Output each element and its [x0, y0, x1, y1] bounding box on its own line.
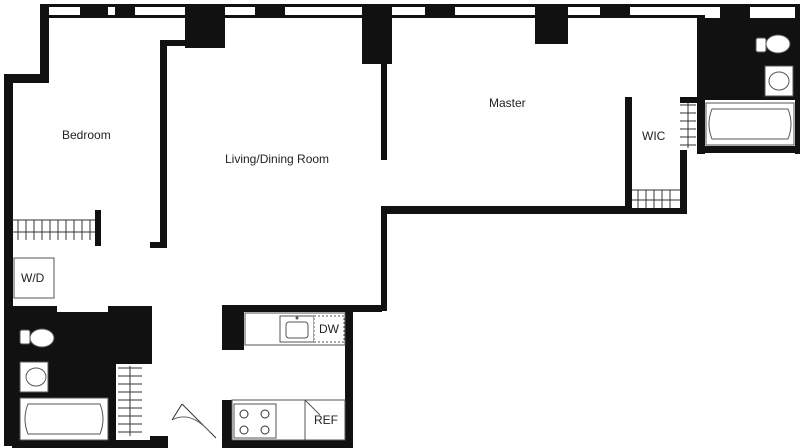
fixture-label-refrigerator: REF — [314, 413, 338, 427]
entry-door — [171, 403, 217, 439]
kitchen-fixtures — [231, 312, 346, 441]
room-label-bedroom: Bedroom — [62, 128, 111, 142]
fixture-label-dishwasher: DW — [319, 322, 339, 336]
closet-hatching — [12, 103, 696, 436]
walls — [4, 4, 800, 448]
left-bath-fixtures — [19, 328, 109, 441]
right-bath-fixtures — [705, 34, 795, 146]
washer-dryer-box — [13, 257, 55, 299]
room-label-living: Living/Dining Room — [225, 152, 330, 166]
room-label-master: Master — [489, 96, 526, 110]
fixture-label-washer-dryer: W/D — [21, 271, 45, 285]
room-label-wic: WIC — [642, 129, 666, 143]
